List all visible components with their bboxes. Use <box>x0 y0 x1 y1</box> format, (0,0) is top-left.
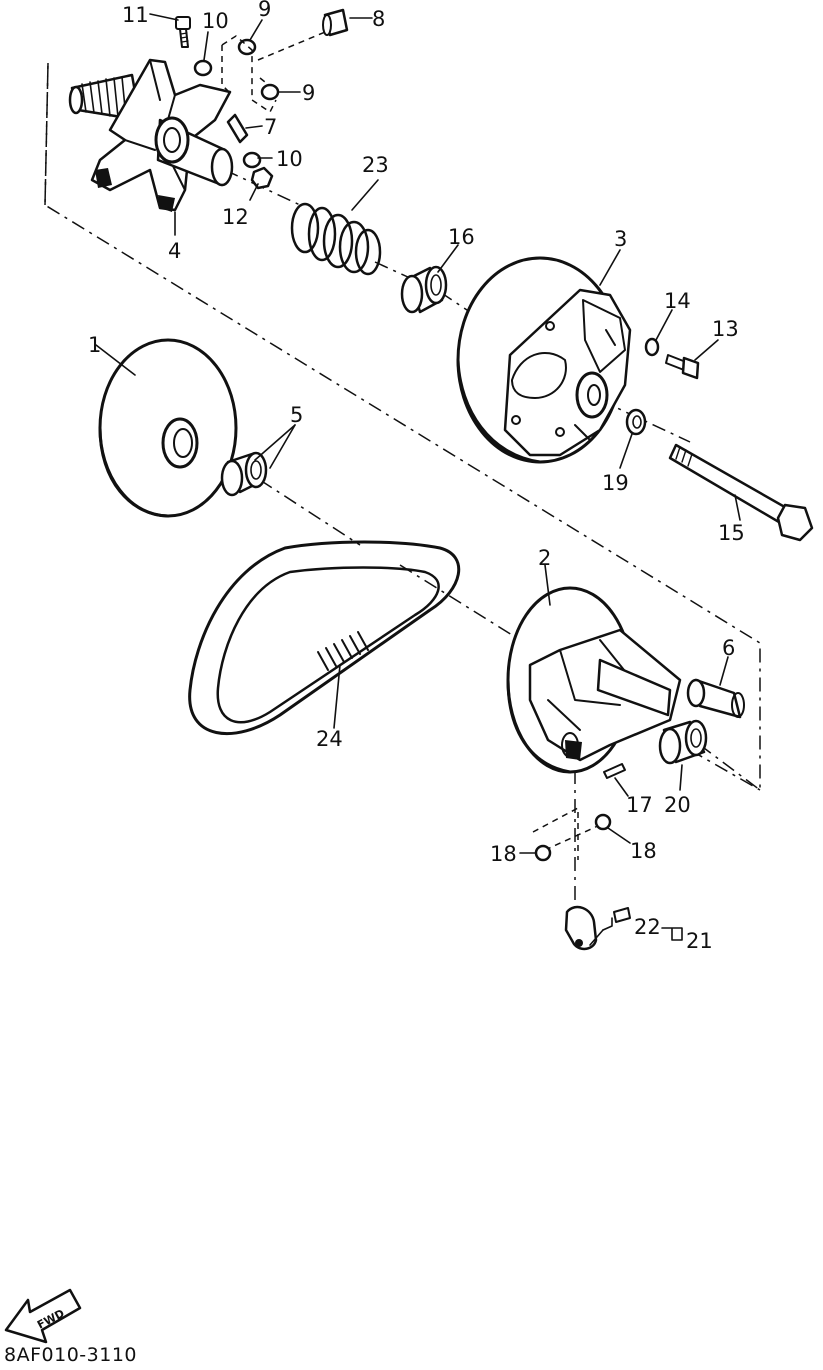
bushing-part-20 <box>658 719 708 765</box>
fwd-arrow-icon: FWD <box>4 1288 82 1344</box>
washer-part-14 <box>644 337 660 357</box>
label-part-12: 12 <box>222 205 249 229</box>
label-part-6: 6 <box>722 636 735 660</box>
label-part-19: 19 <box>602 471 629 495</box>
label-part-4: 4 <box>168 239 181 263</box>
label-part-18-right: 18 <box>630 839 657 863</box>
label-part-7: 7 <box>264 115 277 139</box>
part-labels: 11 10 9 8 9 7 10 12 4 23 16 3 14 13 19 1… <box>88 0 745 866</box>
label-part-8: 8 <box>372 7 385 31</box>
label-part-1: 1 <box>88 333 101 357</box>
label-part-21-final: 21 <box>686 929 713 953</box>
bolt-part-11 <box>175 16 191 48</box>
movable-cover-part-3 <box>456 256 632 464</box>
label-part-24: 24 <box>316 727 343 751</box>
bushing-part-16 <box>400 265 448 314</box>
assembly-frame <box>44 62 761 792</box>
label-part-23: 23 <box>362 153 389 177</box>
center-lines <box>184 29 761 910</box>
label-part-16: 16 <box>448 225 475 249</box>
label-part-10-upper: 10 <box>202 9 229 33</box>
washer-part-19 <box>625 408 647 436</box>
label-part-2: 2 <box>538 546 551 570</box>
label-part-22-final: 22 <box>634 915 661 939</box>
label-part-9-lower: 9 <box>302 81 315 105</box>
key-part-17 <box>603 763 626 779</box>
label-part-5: 5 <box>290 403 303 427</box>
hub-hardware <box>175 8 349 190</box>
label-part-18-left: 18 <box>490 842 517 866</box>
sleeve-part-6 <box>686 678 745 719</box>
fixed-sheave-hub-part-4 <box>68 58 234 212</box>
label-part-20: 20 <box>664 793 691 817</box>
fixed-sheave-part-2 <box>506 586 682 774</box>
leader-lines <box>95 13 741 946</box>
label-part-10-lower: 10 <box>276 147 303 171</box>
label-part-17: 17 <box>626 793 653 817</box>
label-part-15: 15 <box>718 521 745 545</box>
roller-part-18 <box>532 806 612 862</box>
v-belt-part-24 <box>188 540 461 736</box>
label-part-3: 3 <box>614 227 627 251</box>
weight-arm-part-21 <box>564 905 598 951</box>
bushing-part-5 <box>220 451 268 497</box>
reference-code: 8AF010-3110 <box>4 1344 137 1366</box>
label-part-9-upper: 9 <box>258 0 271 21</box>
spring-part-23 <box>290 202 382 276</box>
label-part-13: 13 <box>712 317 739 341</box>
bolt-part-13 <box>665 354 700 380</box>
label-part-11: 11 <box>122 3 149 27</box>
pin-part-22 <box>613 907 631 923</box>
label-part-14: 14 <box>664 289 691 313</box>
movable-sheave-part-1 <box>98 338 238 518</box>
long-bolt-part-15 <box>668 443 814 542</box>
pin-part-8 <box>322 8 349 37</box>
pin-part-7 <box>226 113 249 144</box>
